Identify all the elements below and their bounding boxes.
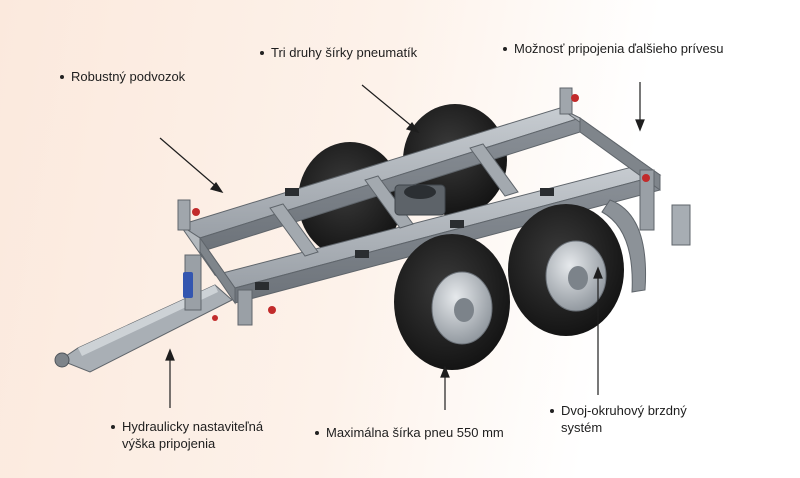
callout-max-width-text: Maximálna šírka pneu 550 mm: [326, 425, 504, 440]
callout-arrows: [159, 82, 645, 410]
drawbar: [54, 284, 233, 373]
front-wheels: [394, 204, 624, 370]
callout-chassis: Robustný podvozok: [60, 68, 185, 85]
arrow-tire-widths: [361, 84, 415, 129]
callout-tire-widths: Tri druhy šírky pneumatík: [260, 44, 417, 61]
callout-max-width: Maximálna šírka pneu 550 mm: [315, 424, 504, 441]
callout-second-trailer-text: Možnosť pripojenia ďalšieho prívesu: [514, 41, 724, 56]
callout-second-trailer: Možnosť pripojenia ďalšieho prívesu: [503, 40, 723, 57]
callout-brake-line2: systém: [561, 420, 603, 435]
arrow-chassis: [159, 137, 219, 189]
callout-tire-widths-text: Tri druhy šírky pneumatík: [271, 45, 418, 60]
callout-hydraulic: Hydraulicky nastaviteľná výška pripojeni…: [111, 418, 263, 452]
callout-brake-line1: Dvoj-okruhový brzdný: [561, 403, 687, 418]
tow-eye: [54, 352, 70, 368]
callout-hydraulic-line1: Hydraulicky nastaviteľná: [122, 419, 264, 434]
callout-hydraulic-line2: výška pripojenia: [122, 436, 216, 451]
frame: [177, 87, 691, 326]
callout-brake: Dvoj-okruhový brzdný systém: [550, 402, 687, 436]
callout-chassis-text: Robustný podvozok: [71, 69, 186, 84]
hydraulic-cylinder: [183, 272, 193, 298]
